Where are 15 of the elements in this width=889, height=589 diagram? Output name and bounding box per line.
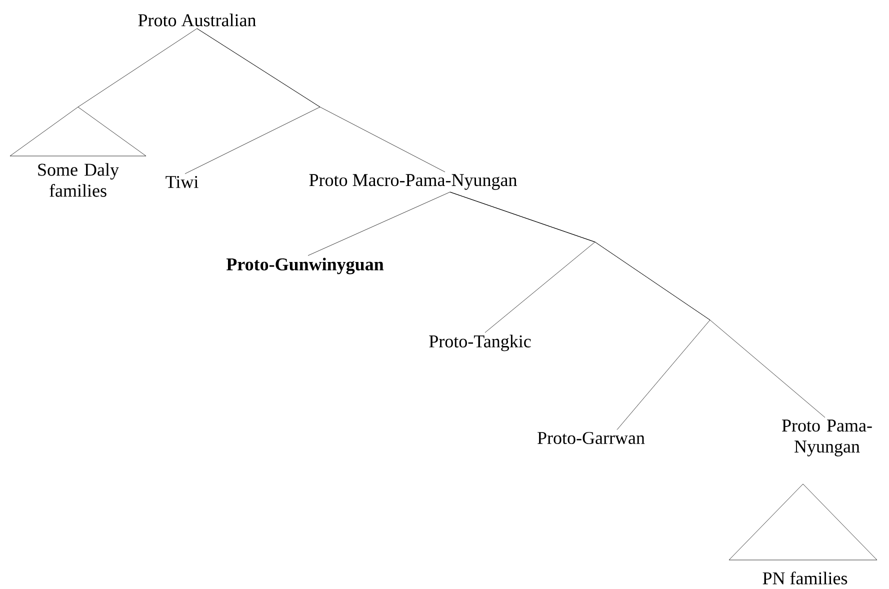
node-label: Some Daly families	[38, 163, 119, 197]
node-label: PN families	[762, 572, 848, 584]
node-label: Proto-Gunwinyguan	[226, 258, 384, 274]
node-label: Proto Macro-Pama-Nyungan	[309, 174, 517, 190]
node-label: Proto Pama-Nyungan	[782, 420, 872, 456]
node-label: Proto Australian	[138, 14, 256, 26]
tree-branch	[196, 28, 446, 172]
tree-branch	[308, 192, 450, 256]
node-label: Tiwi	[166, 176, 198, 188]
node-label: Proto-Tangkic	[429, 334, 531, 352]
tree-branch	[450, 192, 826, 418]
triangle-subtree: Some Daly families	[10, 106, 146, 197]
tree-branch	[78, 28, 198, 108]
triangle-subtree: PN families	[728, 484, 878, 584]
node-label: Proto-Garrwan	[538, 432, 645, 444]
